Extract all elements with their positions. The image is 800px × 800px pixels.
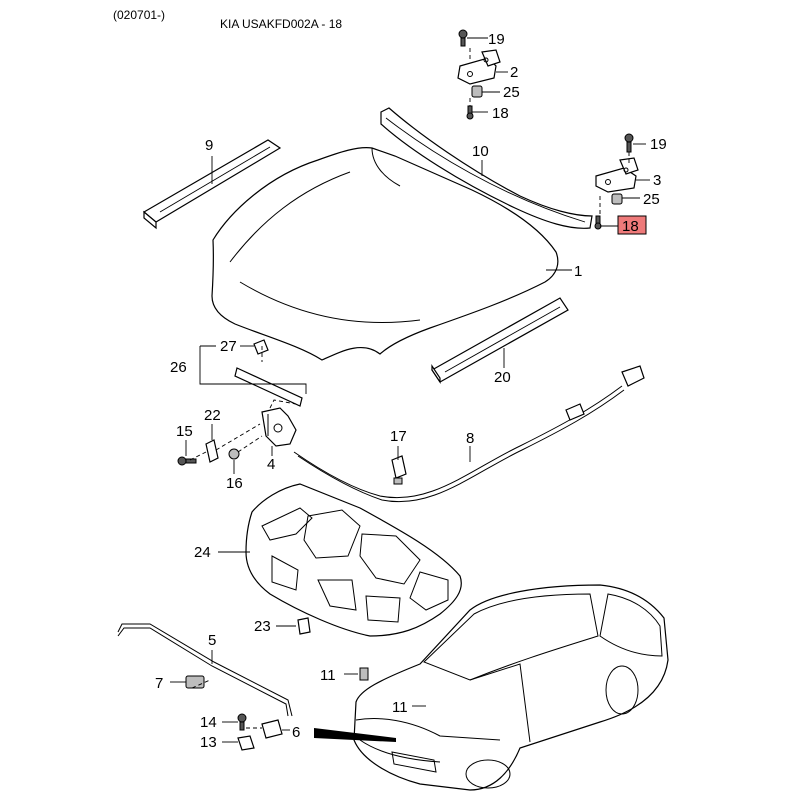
- callout-7[interactable]: 7: [155, 675, 163, 692]
- bolt-19-top[interactable]: [458, 29, 468, 47]
- callout-4[interactable]: 4: [267, 456, 275, 473]
- hood-latch-4[interactable]: [261, 407, 297, 447]
- bracket-22[interactable]: [205, 439, 219, 463]
- fastener-11-left[interactable]: [359, 667, 369, 681]
- callout-13[interactable]: 13: [200, 734, 217, 751]
- strip-26[interactable]: [234, 367, 303, 407]
- callout-11-right[interactable]: 11: [392, 699, 408, 716]
- seal-strip-20[interactable]: [431, 297, 569, 384]
- weatherstrip-10[interactable]: [380, 107, 593, 229]
- callout-3[interactable]: 3: [653, 172, 661, 189]
- callout-26[interactable]: 26: [170, 359, 187, 376]
- bolt-14[interactable]: [237, 713, 247, 731]
- callout-16[interactable]: 16: [226, 475, 243, 492]
- callout-25-top[interactable]: 25: [503, 84, 520, 101]
- bumper-27[interactable]: [253, 339, 269, 355]
- diagram-code: (020701-): [113, 8, 166, 22]
- support-rod-5[interactable]: [117, 623, 293, 717]
- callout-18-highlighted[interactable]: 18: [622, 218, 639, 235]
- bolt-19-right[interactable]: [624, 133, 634, 153]
- pointer-arrow: [314, 728, 396, 742]
- leader-lines: [170, 37, 650, 743]
- vehicle-illustration: [353, 584, 669, 791]
- hood-insulator-24[interactable]: [245, 483, 462, 637]
- clip-13[interactable]: [237, 735, 255, 751]
- release-cable-8[interactable]: [293, 365, 645, 503]
- callout-19-top[interactable]: 19: [488, 31, 505, 48]
- callout-25-right[interactable]: 25: [643, 191, 660, 208]
- callout-8[interactable]: 8: [466, 430, 474, 447]
- selected-part-highlight[interactable]: [617, 215, 647, 235]
- bolt-18-top[interactable]: [466, 105, 474, 120]
- callout-10[interactable]: 10: [472, 143, 489, 160]
- callout-9[interactable]: 9: [205, 137, 213, 154]
- clip-17[interactable]: [391, 455, 407, 485]
- callout-14[interactable]: 14: [200, 714, 217, 731]
- callout-23[interactable]: 23: [254, 618, 271, 635]
- callout-20[interactable]: 20: [494, 369, 511, 386]
- callout-17[interactable]: 17: [390, 428, 407, 445]
- callout-27[interactable]: 27: [220, 338, 237, 355]
- callout-22[interactable]: 22: [204, 407, 221, 424]
- bushing-25-top[interactable]: [471, 85, 483, 98]
- bolt-18-right[interactable]: [594, 215, 602, 230]
- callout-24[interactable]: 24: [194, 544, 211, 561]
- hood-panel[interactable]: [211, 147, 559, 361]
- clip-23[interactable]: [297, 617, 311, 635]
- diagram-title: KIA USAKFD002A - 18: [220, 17, 343, 31]
- hinge-2[interactable]: [457, 49, 501, 85]
- callout-11-left[interactable]: 11: [320, 667, 336, 684]
- callout-5[interactable]: 5: [208, 632, 216, 649]
- callout-labels: 19 2 25 18 9 10 19 3 25 18 1 27 26 20 22…: [155, 31, 667, 751]
- rod-clip-6[interactable]: [261, 719, 283, 739]
- callout-15[interactable]: 15: [176, 423, 193, 440]
- callout-18-top[interactable]: 18: [492, 105, 509, 122]
- bushing-16[interactable]: [228, 448, 240, 460]
- bushing-25-right[interactable]: [611, 193, 623, 205]
- hinge-3[interactable]: [595, 157, 639, 193]
- callout-2[interactable]: 2: [510, 64, 518, 81]
- callout-1[interactable]: 1: [574, 263, 582, 280]
- callout-6[interactable]: 6: [292, 724, 300, 741]
- callout-19-right[interactable]: 19: [650, 136, 667, 153]
